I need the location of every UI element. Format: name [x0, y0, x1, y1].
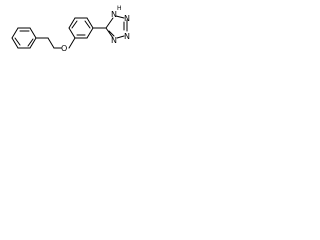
bond — [11, 37, 19, 49]
aromatic-bond — [108, 30, 115, 37]
bond — [116, 35, 125, 39]
tetrazole-nh-label: N — [111, 10, 117, 19]
bond — [105, 27, 114, 39]
benzyl-benzene-ring — [11, 27, 37, 49]
bond — [86, 27, 94, 39]
bond — [29, 27, 37, 39]
aromatic-bond — [27, 38, 34, 47]
tetrazole-n-label: N — [111, 36, 117, 45]
bond — [68, 37, 76, 49]
tetrazole-hydrogen-label: H — [117, 5, 122, 12]
central-phenyl-ring — [68, 17, 94, 39]
bond — [68, 27, 76, 39]
benzyl-linker — [35, 37, 76, 49]
bond — [105, 17, 114, 29]
bond — [115, 15, 125, 19]
aromatic-bond — [84, 20, 91, 29]
bond — [11, 27, 19, 39]
benzyloxyphenyl-tetrazole-structure: O N H N N N — [11, 5, 130, 53]
chemical-structure-canvas: O N H N N N — [0, 0, 163, 69]
aromatic-bond — [14, 37, 21, 46]
bond — [47, 37, 55, 49]
aromatic-bond — [71, 20, 78, 29]
bond — [68, 17, 76, 29]
tetrazole-ring — [105, 15, 128, 39]
tetrazole-n-label: N — [124, 14, 130, 23]
oxygen-label: O — [61, 44, 67, 53]
tetrazole-n-label: N — [124, 32, 130, 41]
bond — [29, 37, 37, 49]
bond — [86, 17, 94, 29]
